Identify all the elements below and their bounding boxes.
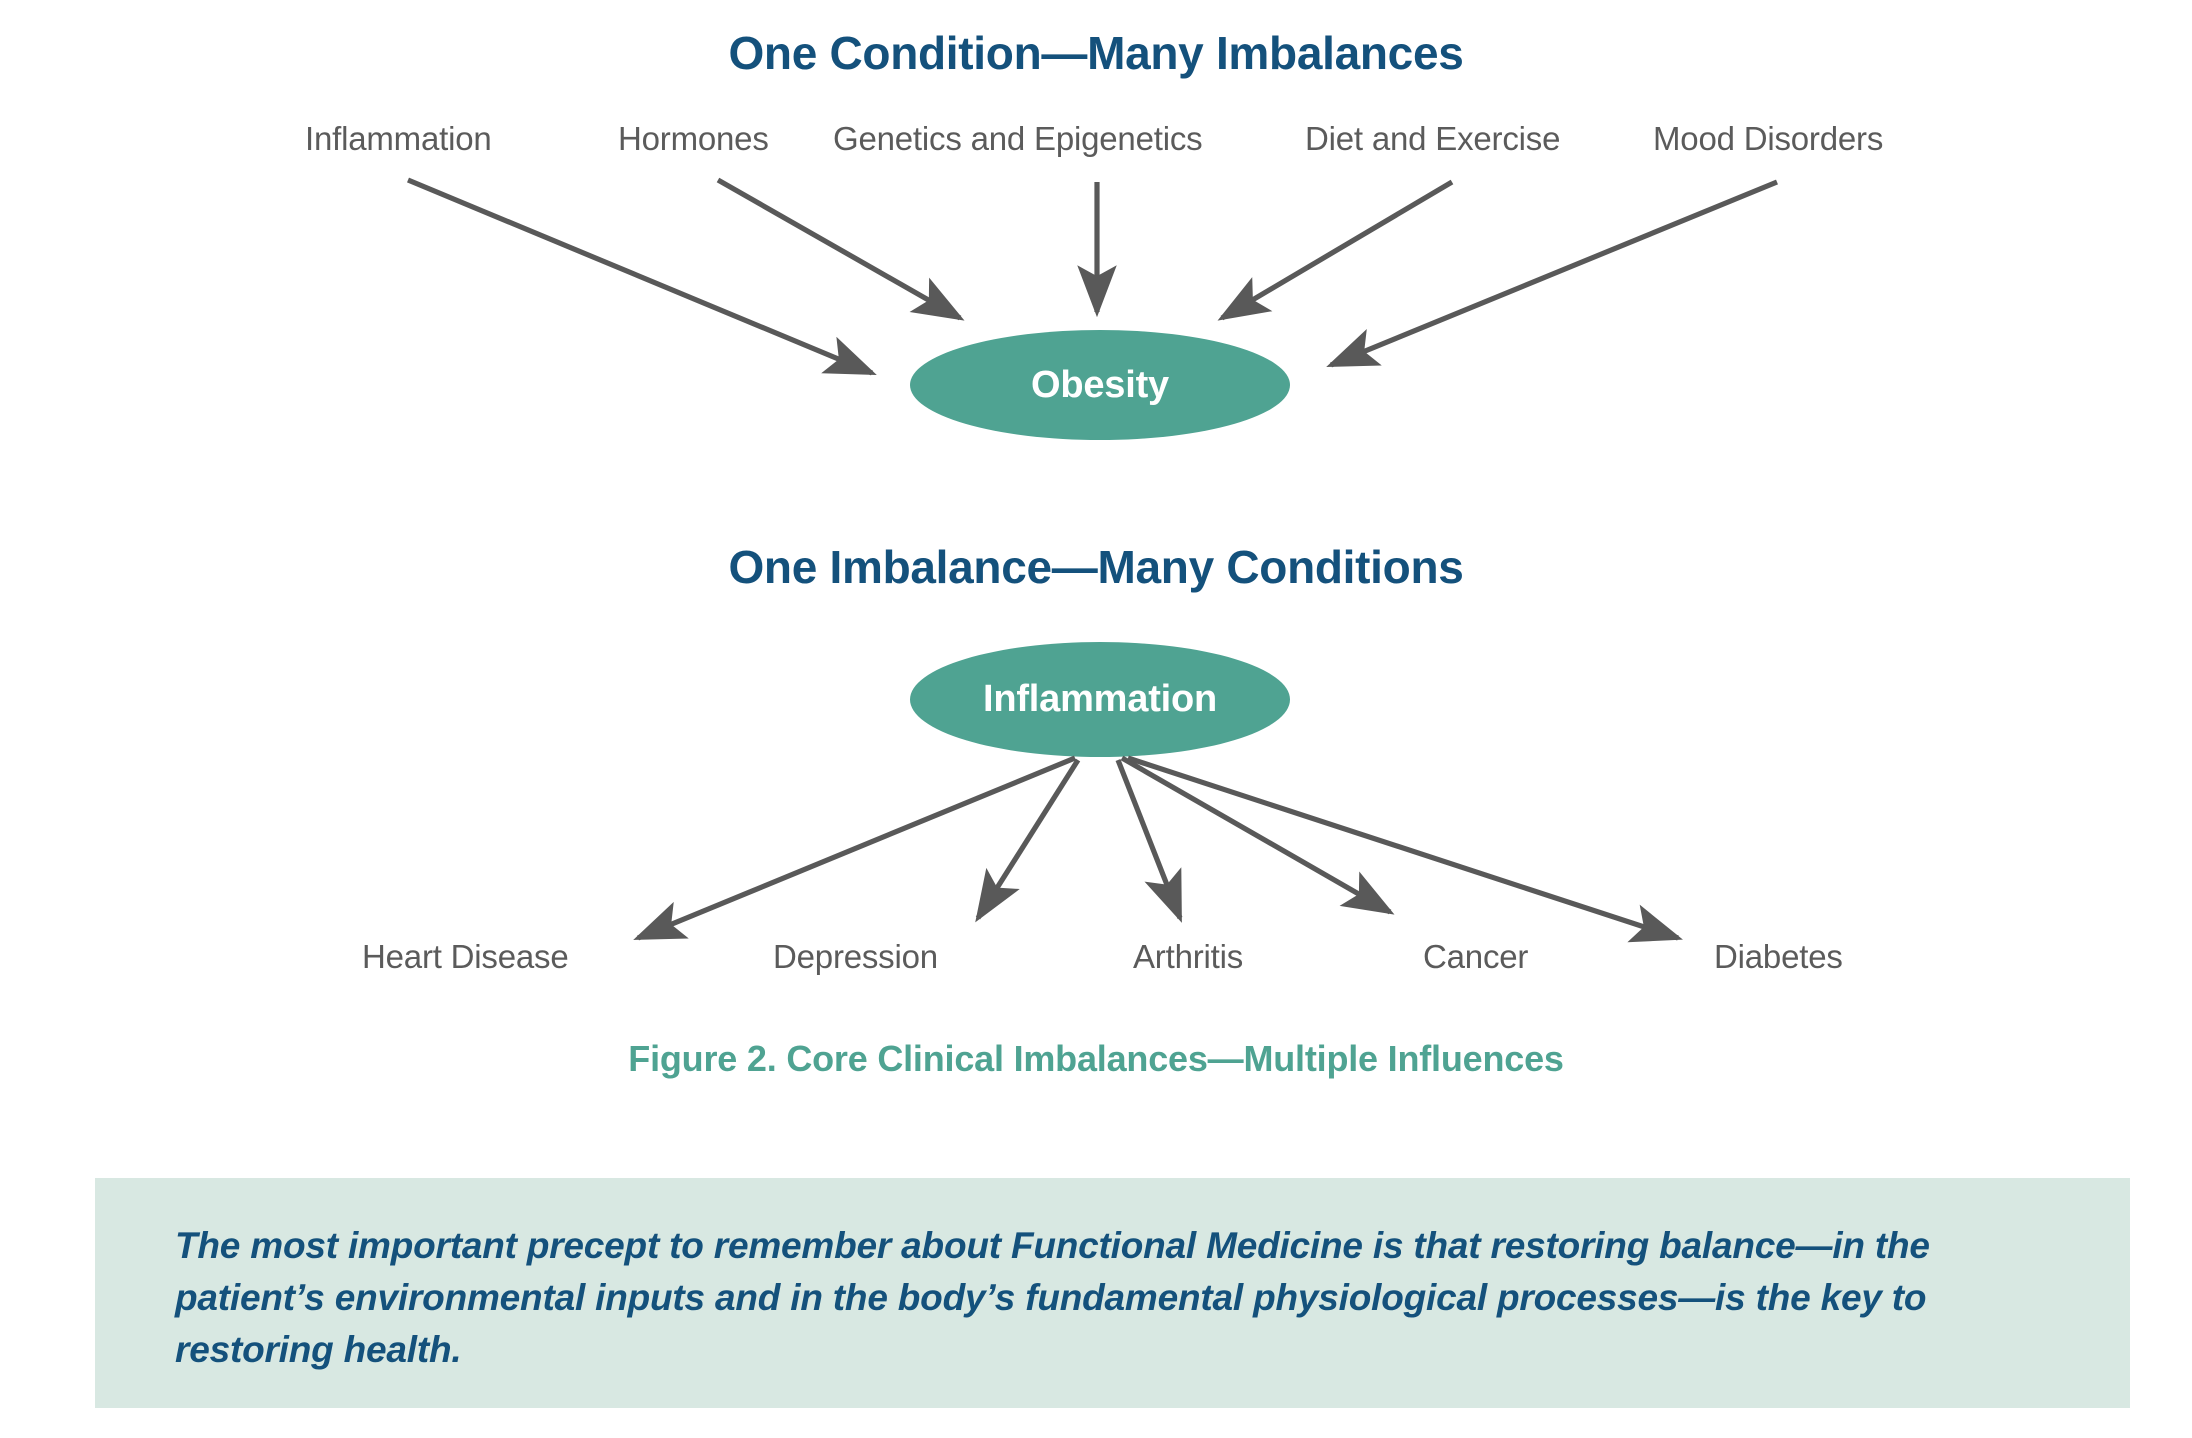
arrow-inflammation-to-heart-disease xyxy=(633,755,1076,941)
arrow-hormones-to-obesity xyxy=(716,177,965,321)
input-label-mood-disorders: Mood Disorders xyxy=(1653,120,1884,157)
output-label-cancer: Cancer xyxy=(1423,938,1529,975)
arrow-inflammation-to-depression xyxy=(975,758,1081,923)
arrow-inflammation-to-diabetes xyxy=(1127,755,1683,943)
arrow-diet-to-obesity xyxy=(1217,179,1454,321)
section-title-one-imbalance: One Imbalance—Many Conditions xyxy=(728,541,1464,593)
figure-caption: Figure 2. Core Clinical Imbalances—Multi… xyxy=(628,1038,1564,1079)
input-label-diet-and-exercise: Diet and Exercise xyxy=(1305,120,1561,157)
input-label-hormones: Hormones xyxy=(618,120,769,157)
output-label-diabetes: Diabetes xyxy=(1714,938,1843,975)
input-label-inflammation: Inflammation xyxy=(305,120,492,157)
center-node-obesity-label: Obesity xyxy=(1031,363,1169,406)
arrow-inflammation-to-obesity xyxy=(407,177,877,376)
center-node-inflammation-label: Inflammation xyxy=(982,678,1218,720)
section-title-one-condition: One Condition—Many Imbalances xyxy=(728,27,1464,79)
output-label-heart-disease: Heart Disease xyxy=(362,938,569,975)
center-node-obesity: Obesity xyxy=(910,330,1290,440)
callout-text: The most important precept to remember a… xyxy=(175,1225,1930,1370)
arrow-inflammation-to-cancer xyxy=(1120,755,1395,915)
center-node-inflammation: Inflammation xyxy=(910,642,1290,757)
output-label-arthritis: Arthritis xyxy=(1133,938,1244,975)
arrow-mood-disorders-to-obesity xyxy=(1326,179,1778,368)
output-label-depression: Depression xyxy=(773,938,938,975)
arrow-inflammation-to-arthritis xyxy=(1115,759,1183,923)
input-label-genetics-and-epigenetics: Genetics and Epigenetics xyxy=(833,120,1203,157)
callout-box: The most important precept to remember a… xyxy=(95,1178,2130,1408)
